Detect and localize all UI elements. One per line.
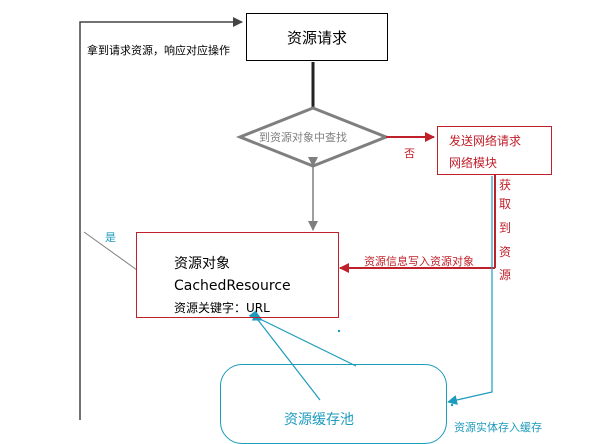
fetch-char-4: 资 [499,245,512,259]
resource-object-box: 资源对象 CachedResource 资源关键字：URL [136,232,339,318]
resource-request-box: 资源请求 [246,13,388,61]
marker-dot [337,329,341,333]
fetch-char-3: 到 [499,221,512,235]
yes-arrow [83,231,138,271]
network-request-box: 发送网络请求 网络模块 [437,126,552,175]
fetch-char-5: 源 [499,268,512,282]
object-cache-link-a [251,311,357,367]
object-cache-link-b [248,309,321,401]
network-module-label: 网络模块 [449,156,498,170]
fetch-char-1: 获 [499,178,512,192]
respond-arrow [79,17,243,420]
lookup-label: 到资源对象中查找 [259,131,347,144]
marker-dot [450,403,454,407]
resource-object-label: 资源对象 [174,256,230,272]
no-label: 否 [404,147,415,160]
flow-diagram [79,17,496,420]
cache-pool-label: 资源缓存池 [284,412,354,428]
yes-label: 是 [105,231,116,244]
store-cache-label: 资源实体存入缓存 [454,421,542,434]
cached-resource-label: CachedResource [174,278,291,294]
resource-request-label: 资源请求 [286,28,347,47]
send-request-label: 发送网络请求 [449,134,522,148]
write-info-label: 资源信息写入资源对象 [364,255,474,268]
fetch-char-2: 取 [499,197,512,211]
respond-label: 拿到请求资源，响应对应操作 [87,44,230,57]
cache-pool-box: 资源缓存池 [220,364,447,444]
resource-key-label: 资源关键字：URL [174,301,270,315]
store-cache-arrow [447,176,493,405]
